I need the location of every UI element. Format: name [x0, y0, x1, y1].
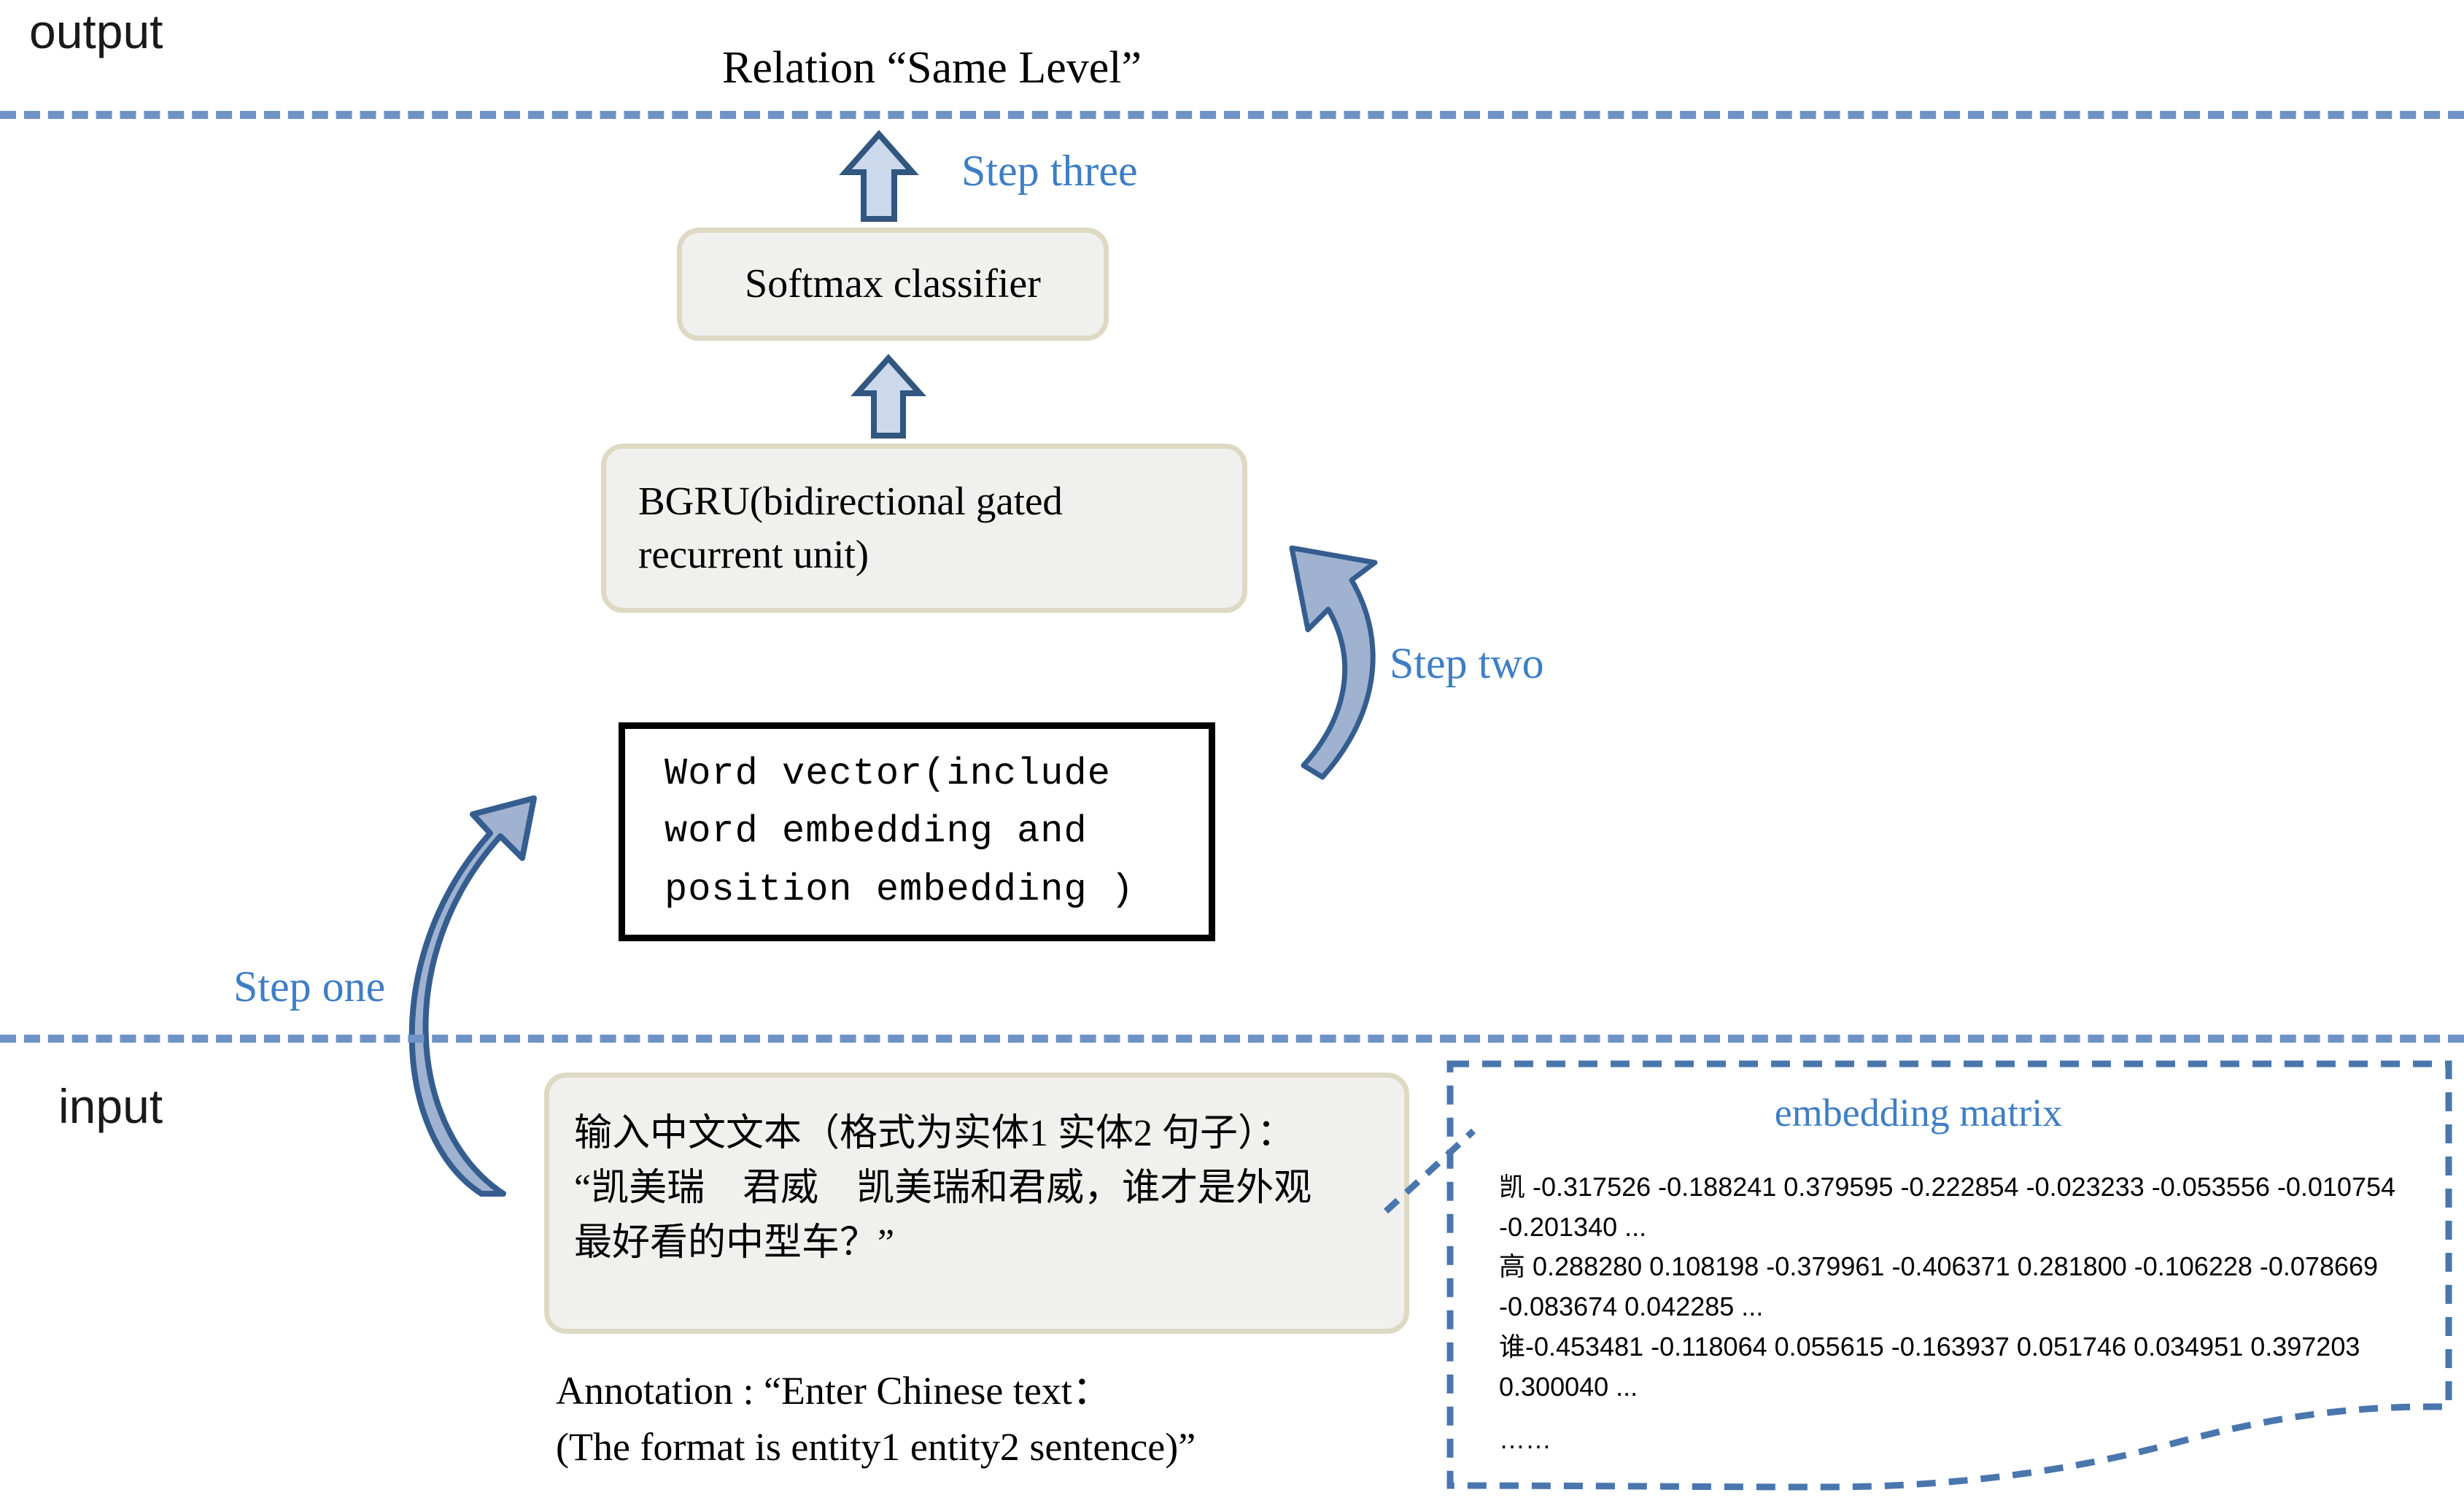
embedding-connector-line: [1379, 1080, 1510, 1240]
embedding-row: 凯 -0.317526 -0.188241 0.379595 -0.222854…: [1499, 1172, 2396, 1242]
step-one-label: Step one: [233, 962, 386, 1011]
embedding-matrix-rows: 凯 -0.317526 -0.188241 0.379595 -0.222854…: [1499, 1167, 2422, 1460]
step-one-curved-arrow-icon: [379, 788, 620, 1197]
step-three-label: Step three: [961, 147, 1138, 195]
input-divider-line: [0, 1035, 2464, 1043]
word-vector-box: Word vector(include word embedding and p…: [619, 722, 1215, 941]
embedding-row-ellipsis: ……: [1499, 1424, 1551, 1455]
chinese-input-text: 输入中文文本（格式为实体1 实体2 句子）： “凯美瑞 君威 凯美瑞和君威，谁才…: [574, 1113, 1312, 1264]
word-vector-label: Word vector(include word embedding and p…: [665, 752, 1135, 911]
softmax-classifier-box: Softmax classifier: [677, 228, 1109, 341]
chinese-input-box: 输入中文文本（格式为实体1 实体2 句子）： “凯美瑞 君威 凯美瑞和君威，谁才…: [544, 1073, 1409, 1334]
bgru-label: BGRU(bidirectional gated recurrent unit): [638, 479, 1063, 576]
bgru-to-softmax-arrow-icon: [851, 354, 926, 440]
bgru-box: BGRU(bidirectional gated recurrent unit): [601, 444, 1247, 613]
embedding-row: 谁-0.453481 -0.118064 0.055615 -0.163937 …: [1499, 1331, 2360, 1402]
softmax-classifier-label: Softmax classifier: [745, 260, 1041, 306]
relation-output-text: Relation “Same Level”: [722, 43, 1142, 93]
embedding-matrix-callout: [1444, 1058, 2455, 1496]
output-divider-line: [0, 111, 2464, 119]
step-three-arrow-icon: [839, 129, 919, 225]
input-section-label: input: [58, 1079, 163, 1133]
embedding-row: 高 0.288280 0.108198 -0.379961 -0.406371 …: [1499, 1251, 2379, 1322]
output-section-label: output: [29, 4, 163, 58]
step-two-label: Step two: [1390, 639, 1544, 687]
embedding-matrix-title: embedding matrix: [1774, 1091, 2063, 1135]
step-two-curved-arrow-icon: [1266, 536, 1455, 780]
annotation-text: Annotation : “Enter Chinese text： (The f…: [556, 1369, 1196, 1469]
